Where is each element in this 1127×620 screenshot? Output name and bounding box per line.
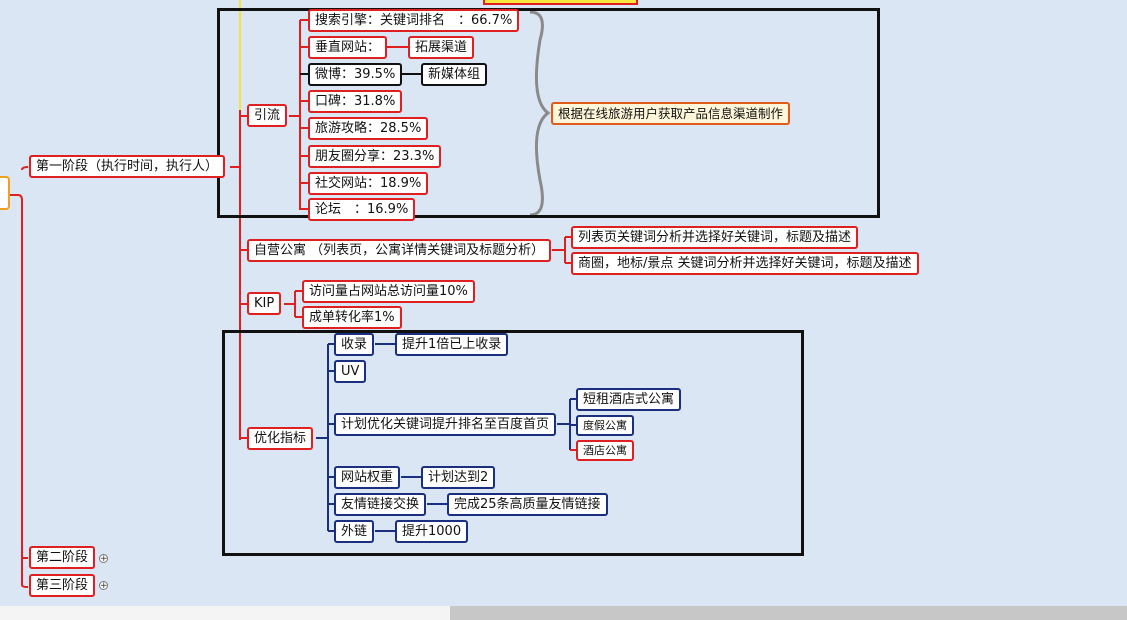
index-node[interactable]: 收录 <box>334 333 375 356</box>
channel-social-site[interactable]: 社交网站：18.9% <box>308 172 429 195</box>
uv-node[interactable]: UV <box>334 360 367 383</box>
optimize-frame <box>222 330 804 556</box>
short-rent-apartment-node[interactable]: 短租酒店式公寓 <box>576 388 682 411</box>
channel-forum[interactable]: 论坛 ：16.9% <box>308 198 416 221</box>
traffic-frame <box>217 8 880 218</box>
kip-conversion-node[interactable]: 成单转化率1% <box>302 306 402 329</box>
hotel-apartment-node[interactable]: 酒店公寓 <box>576 440 634 461</box>
top-node-stub <box>483 0 638 5</box>
outlink-goal-node[interactable]: 提升1000 <box>395 520 469 543</box>
holiday-apartment-node[interactable]: 度假公寓 <box>576 415 634 436</box>
channel-moments-share[interactable]: 朋友圈分享：23.3% <box>308 145 442 168</box>
self-apartment-node[interactable]: 自营公寓 （列表页，公寓详情关键词及标题分析） <box>247 239 552 262</box>
channel-word-of-mouth[interactable]: 口碑：31.8% <box>308 90 403 113</box>
channel-travel-guide[interactable]: 旅游攻略：28.5% <box>308 117 429 140</box>
site-weight-goal-node[interactable]: 计划达到2 <box>421 466 496 489</box>
scrollbar-thumb[interactable] <box>450 606 1127 620</box>
channel-search-engine[interactable]: 搜索引擎：关键词排名 ：66.7% <box>308 9 520 32</box>
site-weight-node[interactable]: 网站权重 <box>334 466 401 489</box>
keyword-plan-node[interactable]: 计划优化关键词提升排名至百度首页 <box>334 413 557 436</box>
kip-visit-share-node[interactable]: 访问量占网站总访问量10% <box>302 280 475 303</box>
friend-link-node[interactable]: 友情链接交换 <box>334 493 427 516</box>
channel-weibo[interactable]: 微博：39.5% <box>308 63 403 86</box>
scrollbar-track[interactable] <box>0 606 450 620</box>
channel-expand-node[interactable]: 拓展渠道 <box>408 36 475 59</box>
horizontal-scrollbar[interactable] <box>0 606 1127 620</box>
phase-2-node[interactable]: 第二阶段 <box>29 546 96 569</box>
new-media-team-node[interactable]: 新媒体组 <box>421 63 488 86</box>
index-goal-node[interactable]: 提升1倍已上收录 <box>395 333 509 356</box>
expand-phase-2-icon[interactable]: + <box>99 554 108 564</box>
optimize-node[interactable]: 优化指标 <box>247 427 314 450</box>
business-district-keyword-node[interactable]: 商圈，地标/景点 关键词分析并选择好关键词，标题及描述 <box>571 252 919 275</box>
kip-node[interactable]: KIP <box>247 292 282 315</box>
traffic-callout[interactable]: 根据在线旅游用户获取产品信息渠道制作 <box>551 102 791 125</box>
root-node-stub[interactable] <box>0 176 10 210</box>
friend-link-goal-node[interactable]: 完成25条高质量友情链接 <box>447 493 608 516</box>
phase-3-node[interactable]: 第三阶段 <box>29 574 96 597</box>
outlink-node[interactable]: 外链 <box>334 520 375 543</box>
channel-vertical-site[interactable]: 垂直网站： <box>308 36 388 59</box>
traffic-node[interactable]: 引流 <box>247 104 288 127</box>
list-page-keyword-node[interactable]: 列表页关键词分析并选择好关键词，标题及描述 <box>571 226 859 249</box>
expand-phase-3-icon[interactable]: + <box>99 581 108 591</box>
phase-1-node[interactable]: 第一阶段（执行时间，执行人） <box>29 155 226 178</box>
